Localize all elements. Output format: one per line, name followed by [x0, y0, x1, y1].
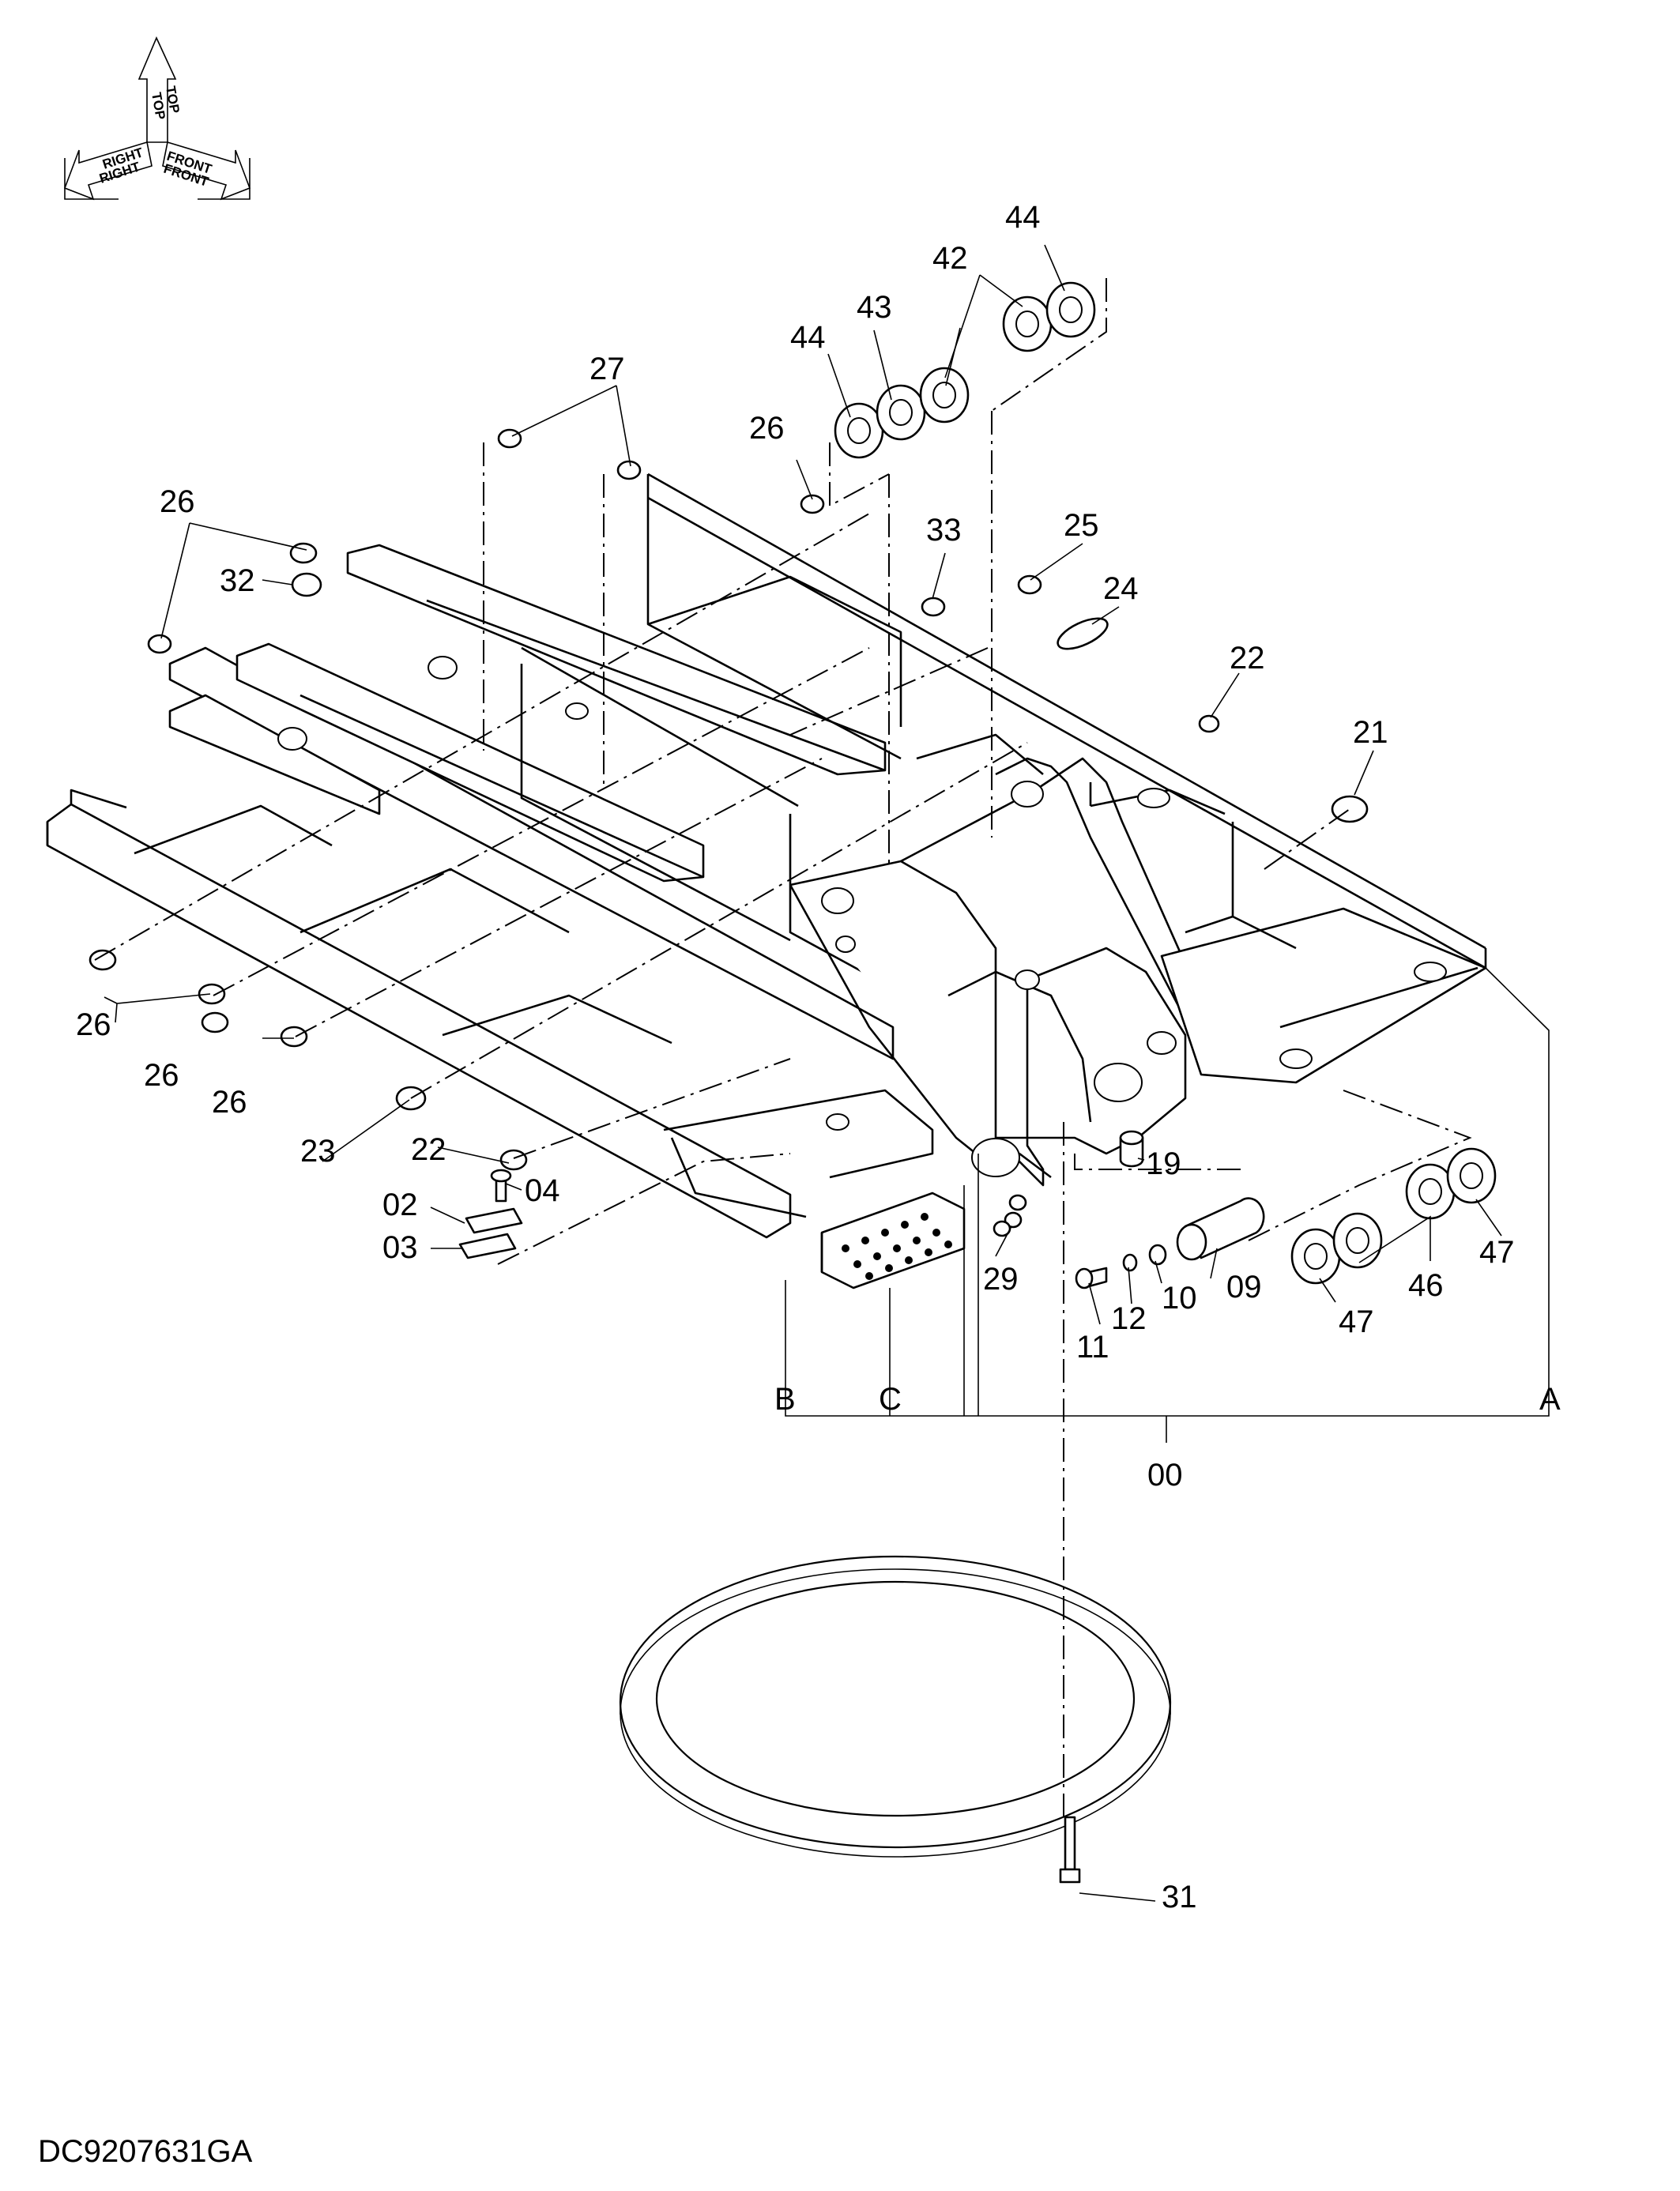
callout-03: 03	[382, 1230, 418, 1265]
callout-44-left: 44	[790, 320, 826, 355]
callout-27: 27	[590, 352, 625, 386]
callout-26-lower-2: 26	[144, 1058, 179, 1093]
callout-00-text: 00	[1147, 1458, 1183, 1493]
callout-04: 04	[525, 1173, 560, 1208]
callout-42: 42	[932, 241, 968, 276]
chain-lines	[94, 278, 1472, 1817]
swing-bearing-ring	[619, 1555, 1172, 1858]
callout-10-text: 10	[1162, 1281, 1197, 1316]
callout-29: 29	[983, 1262, 1019, 1297]
callout-44-right: 44	[1005, 200, 1041, 235]
callout-33: 33	[926, 513, 962, 548]
callout-22-right: 22	[1230, 641, 1265, 676]
drawing-code: DC9207631GA	[38, 2134, 253, 2169]
shim-stack-upper	[834, 281, 1096, 459]
callout-26-top: 26	[749, 411, 785, 446]
callout-23: 23	[300, 1134, 336, 1169]
callout-12-text: 12	[1111, 1301, 1147, 1336]
upper-frame-drawing	[46, 472, 1487, 1289]
callout-31-text: 31	[1162, 1880, 1197, 1914]
callout-labels-lower: 09 10 12 11 47 46 47 B C A 00 31	[774, 1235, 1561, 1914]
callout-46-text: 46	[1408, 1268, 1444, 1303]
shim-stack-lower	[1290, 1147, 1497, 1285]
callout-32: 32	[220, 563, 255, 598]
callout-C-text: C	[879, 1382, 902, 1417]
callout-43: 43	[857, 290, 892, 325]
callout-19: 19	[1146, 1146, 1181, 1181]
callout-25: 25	[1064, 508, 1099, 543]
callout-labels: 27 26 26 32 44 43 42 44 33 25 24 22 21 2…	[76, 200, 1388, 1297]
callout-26-lower-3: 26	[212, 1085, 247, 1120]
callout-21: 21	[1353, 715, 1388, 750]
callout-24: 24	[1103, 571, 1139, 606]
loose-parts	[89, 281, 1497, 1884]
callout-B-text: B	[774, 1382, 796, 1417]
callout-09-text: 09	[1226, 1270, 1262, 1304]
callout-22-left: 22	[411, 1132, 446, 1167]
callout-02: 02	[382, 1188, 418, 1222]
callout-26-lower-1: 26	[76, 1007, 111, 1042]
callout-A-text: A	[1539, 1382, 1561, 1417]
orientation-indicator: TOP TOP RIGHT FRONT FRONT RIGHT	[63, 36, 251, 201]
callout-11-text: 11	[1076, 1330, 1109, 1365]
callout-47-right-text: 47	[1479, 1235, 1515, 1270]
callout-47-left-text: 47	[1339, 1304, 1374, 1339]
leader-lines	[104, 244, 1550, 1902]
callout-26-left: 26	[160, 484, 195, 519]
step-grating	[842, 1213, 952, 1280]
